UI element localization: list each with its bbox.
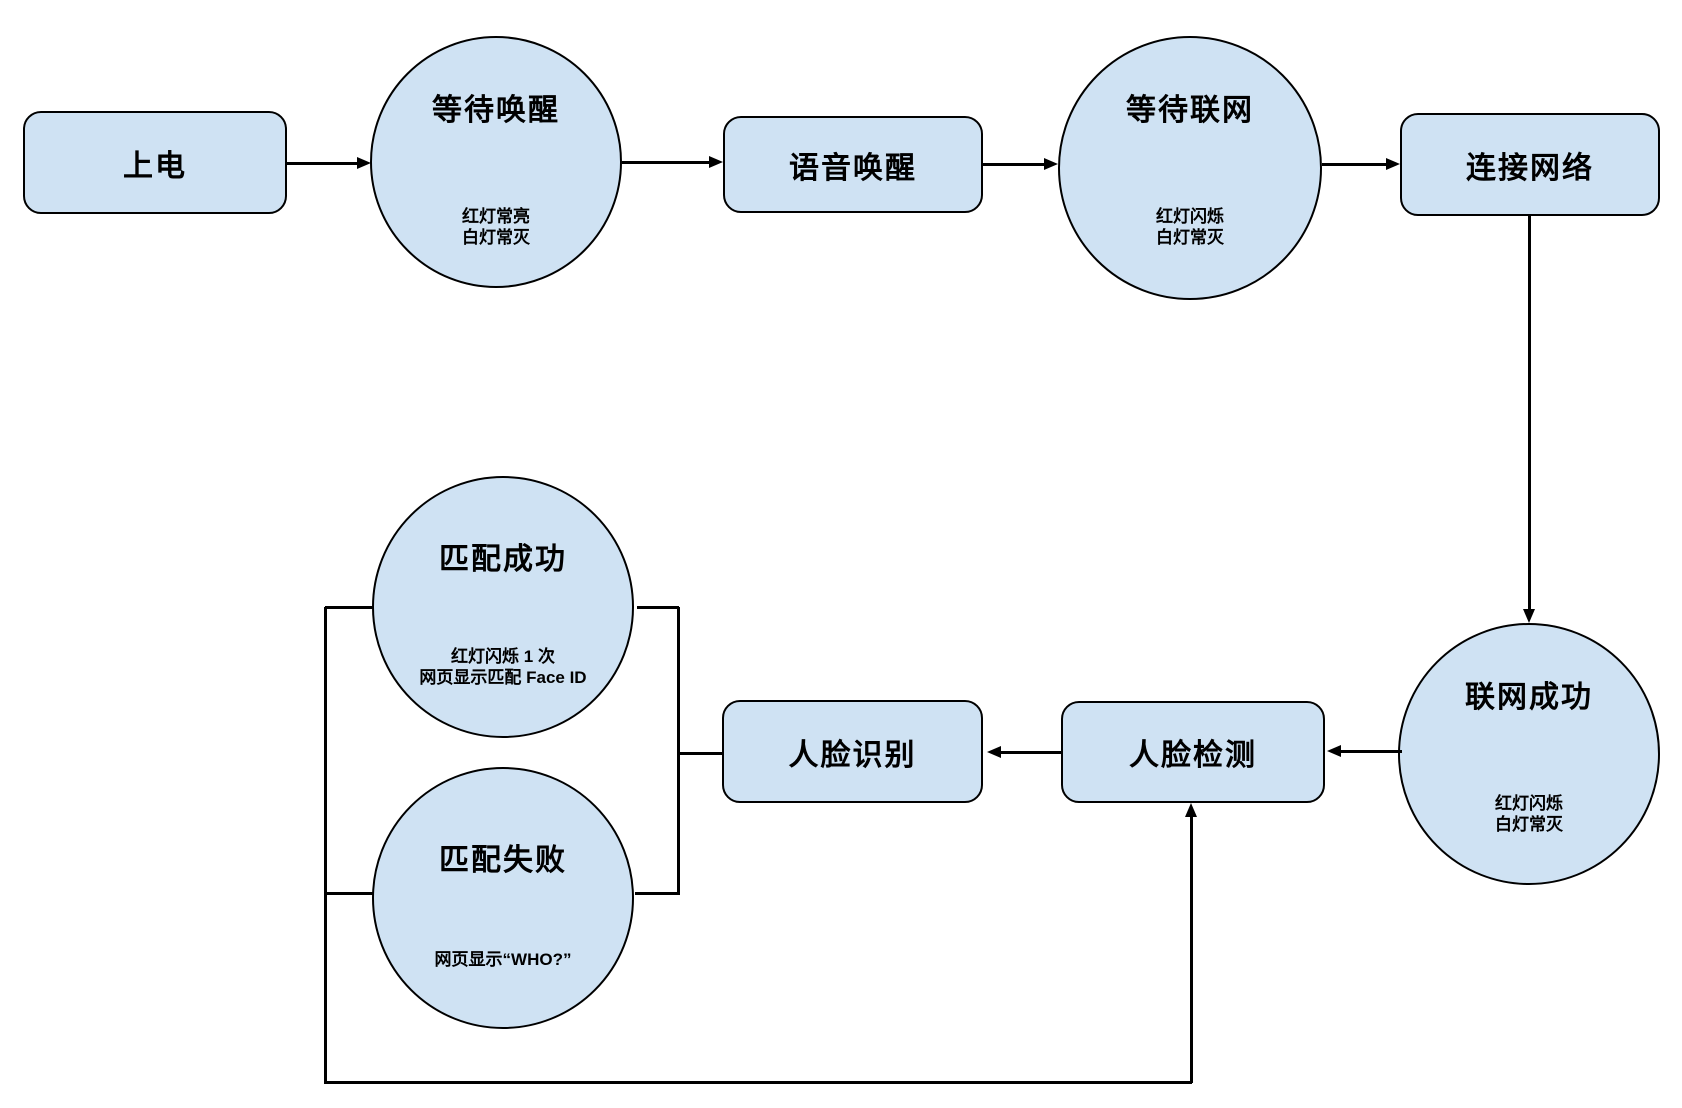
edge-loop-to-face-detect-arrowhead-icon [1185,803,1197,817]
node-match-fail-notes: 网页显示“WHO?” [434,950,572,969]
edge-loop-to-face-detect-line [1190,815,1193,1083]
edge-power-on-to-wait-wake-line [287,162,359,165]
node-match-success-title: 匹配成功 [439,543,567,576]
node-power-on-label: 上电 [123,149,187,183]
edge-loop-bottom-horizontal-line [324,1081,1192,1084]
edge-wait-wake-to-voice-wake-arrowhead-icon [709,156,723,168]
node-match-fail-title: 匹配失败 [439,844,567,877]
edge-connect-network-to-network-success-arrowhead-icon [1523,609,1535,623]
node-face-detect: 人脸检测 [1061,701,1325,803]
node-wait-network-title: 等待联网 [1126,94,1254,127]
edge-voice-wake-to-wait-network-line [983,163,1046,166]
edge-connect-network-to-network-success-line [1528,216,1531,610]
node-match-success: 匹配成功 红灯闪烁 1 次 网页显示匹配 Face ID [372,476,634,738]
node-network-success-title: 联网成功 [1465,681,1593,714]
node-connect-network: 连接网络 [1400,113,1660,216]
node-face-recognize: 人脸识别 [722,700,983,803]
edge-branch-to-match-fail-line [635,892,679,895]
edge-face-detect-to-face-recognize-arrowhead-icon [987,746,1001,758]
edge-network-success-to-face-detect-arrowhead-icon [1327,745,1341,757]
edge-recognize-branch-vertical-line [677,607,680,895]
edge-recognize-branch-to-face-recognize-line [678,752,722,755]
node-network-success: 联网成功 红灯闪烁 白灯常灭 [1398,623,1660,885]
node-wait-wake-notes: 红灯常亮 白灯常灭 [462,207,530,247]
node-wait-network: 等待联网 红灯闪烁 白灯常灭 [1058,36,1322,300]
node-wait-network-notes: 红灯闪烁 白灯常灭 [1156,207,1224,247]
edge-branch-to-match-success-line [637,606,679,609]
node-wait-wake: 等待唤醒 红灯常亮 白灯常灭 [370,36,622,288]
edge-power-on-to-wait-wake-arrowhead-icon [357,157,371,169]
edge-loop-left-vertical-line [324,607,327,1083]
edge-wait-network-to-connect-network-line [1322,163,1388,166]
node-network-success-notes: 红灯闪烁 白灯常灭 [1495,794,1563,834]
edge-voice-wake-to-wait-network-arrowhead-icon [1044,158,1058,170]
node-match-success-notes: 红灯闪烁 1 次 网页显示匹配 Face ID [419,647,587,687]
node-face-recognize-label: 人脸识别 [788,738,917,772]
edge-match-success-to-loop-line [325,606,373,609]
edge-wait-wake-to-voice-wake-line [622,161,711,164]
node-wait-wake-title: 等待唤醒 [432,94,560,127]
node-voice-wake-label: 语音唤醒 [789,151,917,185]
edge-wait-network-to-connect-network-arrowhead-icon [1386,158,1400,170]
node-face-detect-label: 人脸检测 [1129,739,1257,772]
node-match-fail: 匹配失败 网页显示“WHO?” [372,767,634,1029]
edge-match-fail-to-loop-line [325,892,373,895]
edge-network-success-to-face-detect-line [1339,750,1402,753]
node-voice-wake: 语音唤醒 [723,116,983,213]
node-connect-network-label: 连接网络 [1466,151,1594,185]
edge-face-detect-to-face-recognize-line [999,751,1061,754]
node-power-on: 上电 [23,111,287,214]
